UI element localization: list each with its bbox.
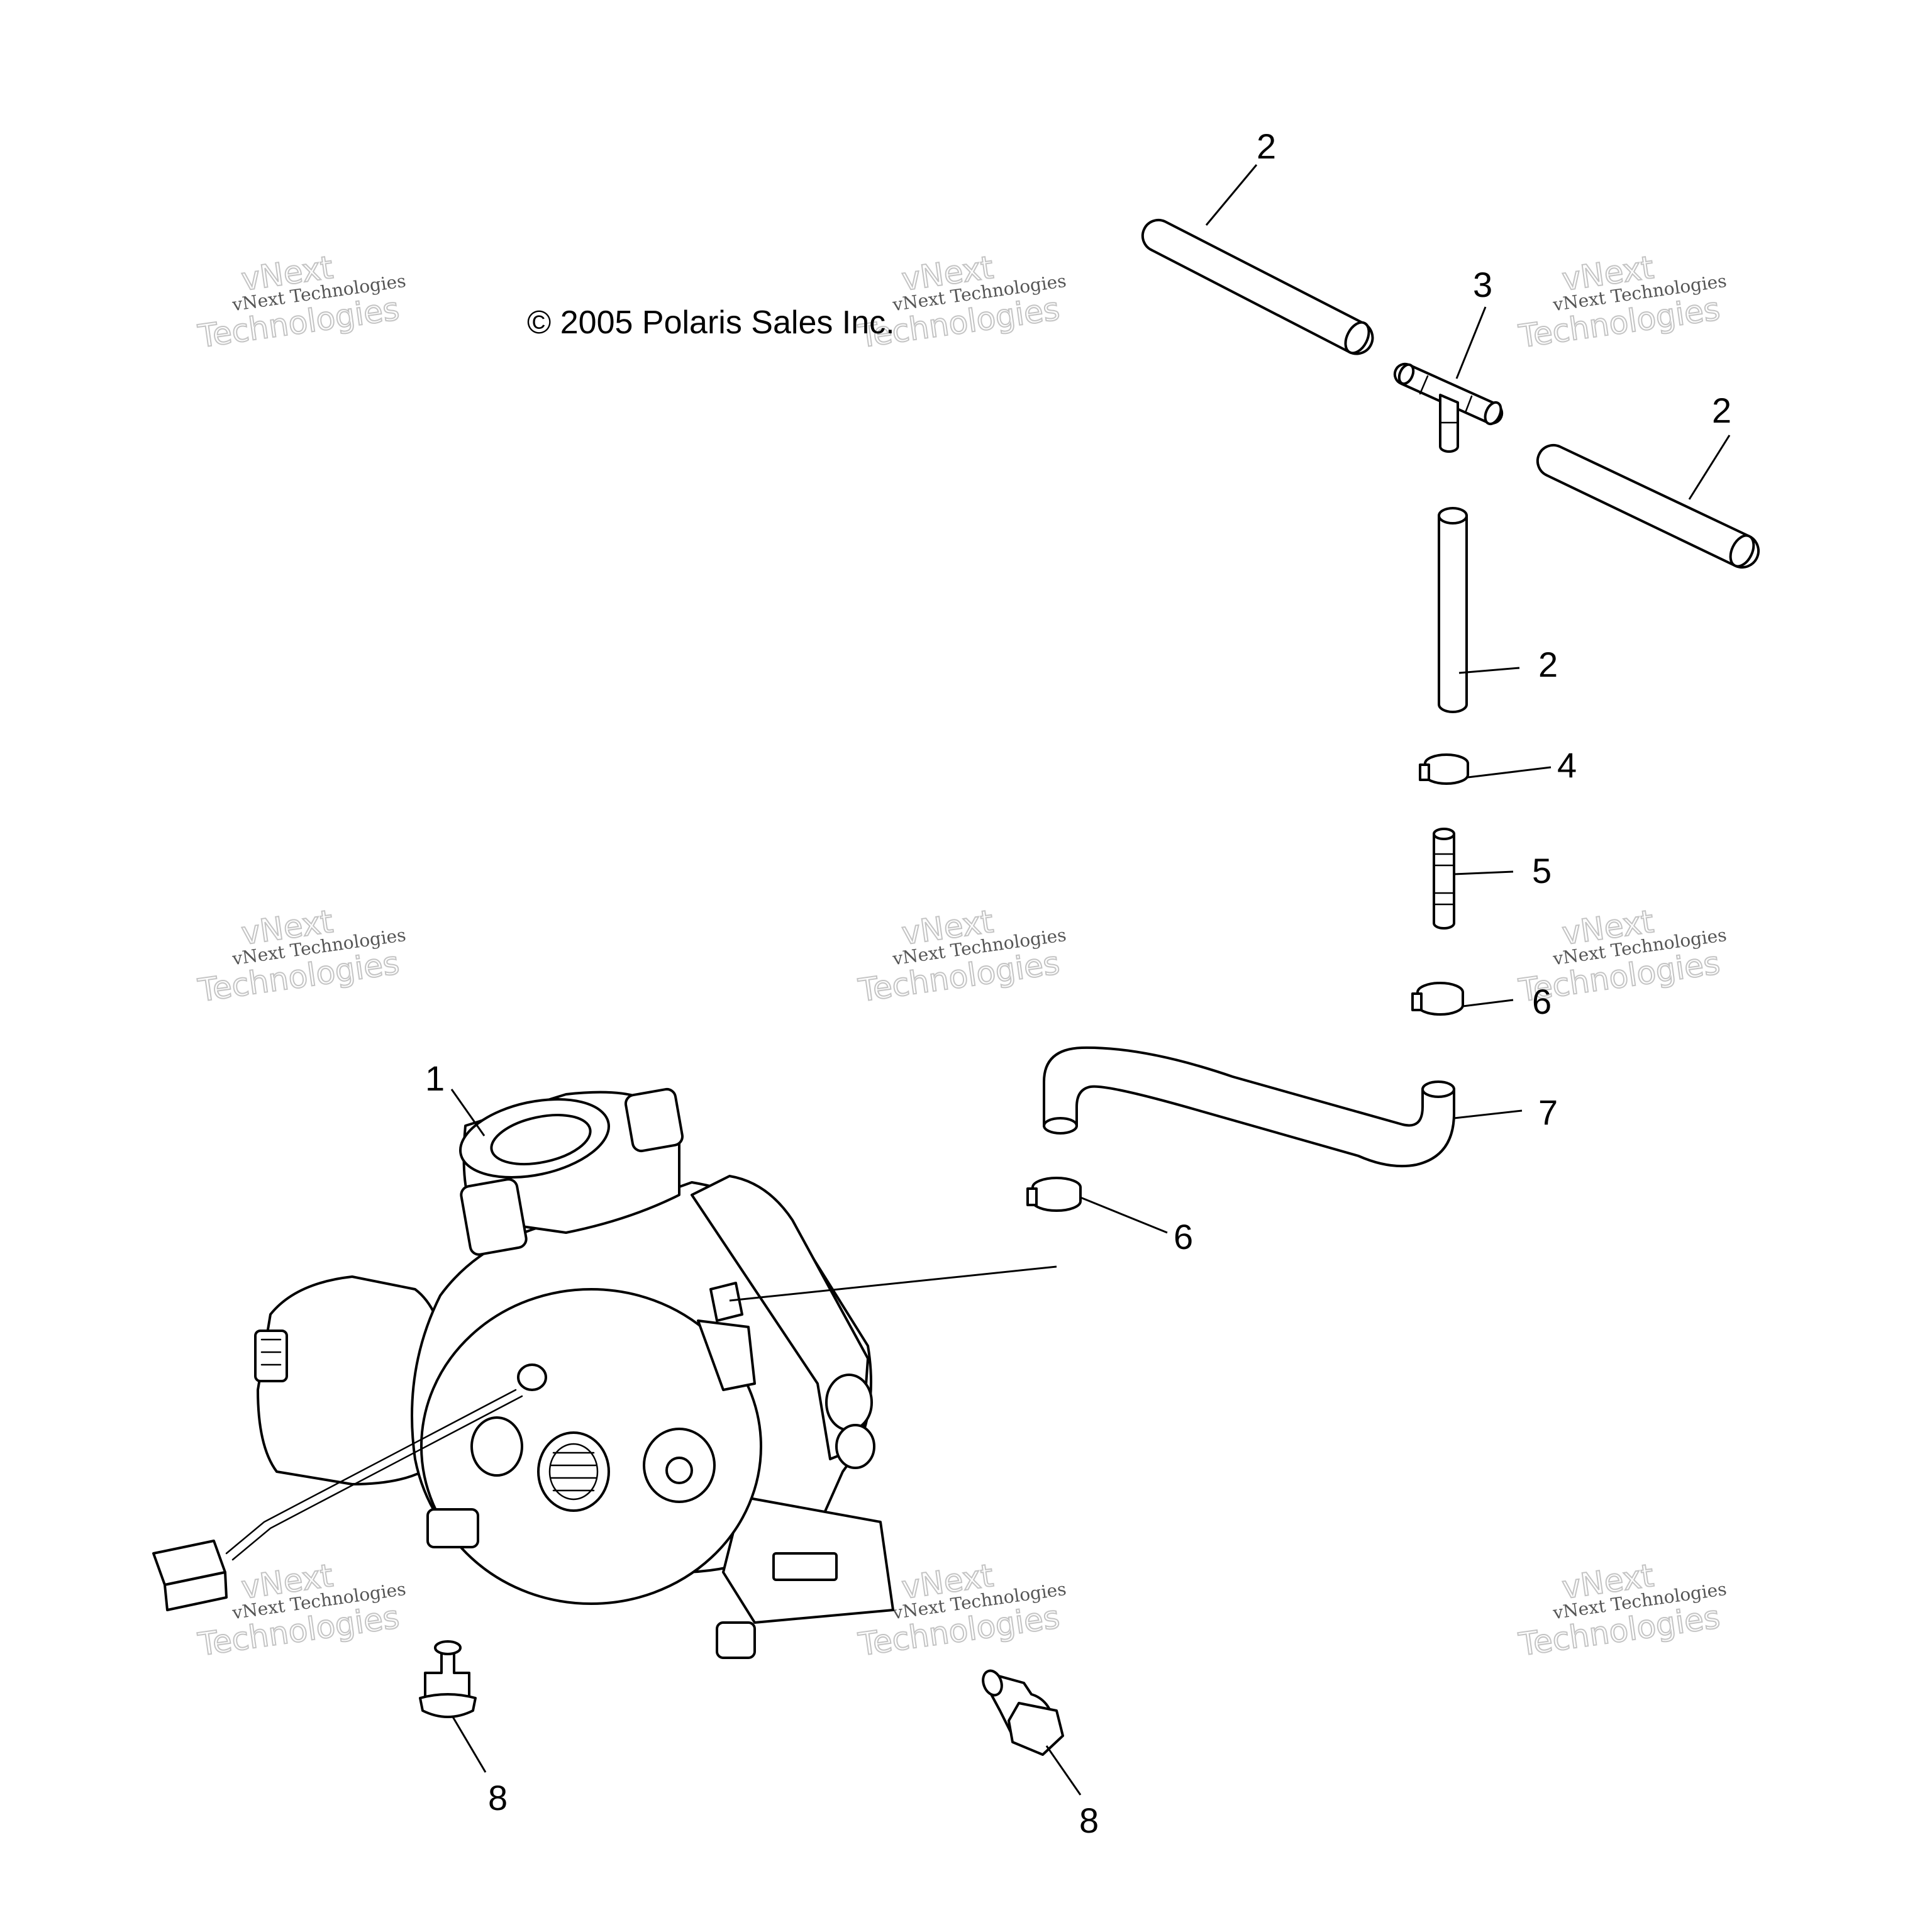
callout-2-right: 2 (1712, 391, 1731, 430)
callout-1: 1 (425, 1058, 445, 1098)
callout-8-right: 8 (1079, 1801, 1099, 1840)
bent-hose (1043, 1046, 1455, 1168)
callout-6-lower: 6 (1174, 1217, 1193, 1257)
hose-clamp-6-lower (1026, 1177, 1082, 1212)
hose-connector (1433, 828, 1455, 930)
watermark-top-right: vNext Technologies vNext Technologies (1516, 248, 1728, 355)
callout-3: 3 (1473, 265, 1492, 304)
callout-8-left: 8 (488, 1778, 508, 1818)
gearcase-assembly (152, 1087, 894, 1659)
hose-clamp-6-upper (1411, 982, 1464, 1016)
callout-2-upper: 2 (1257, 126, 1276, 166)
callout-4: 4 (1557, 745, 1577, 785)
callout-7: 7 (1538, 1092, 1558, 1132)
hose-upper-diagonal (1141, 218, 1374, 355)
callout-2-vertical: 2 (1538, 645, 1558, 684)
watermark-middle-center: vNext Technologies vNext Technologies (855, 902, 1067, 1009)
hose-right-diagonal (1536, 443, 1760, 569)
tee-fitting (1393, 362, 1504, 453)
callout-6-upper: 6 (1532, 982, 1552, 1021)
hose-vertical (1438, 507, 1468, 713)
watermark-top-left: vNext Technologies vNext Technologies (195, 248, 407, 355)
watermark-bottom-right: vNext Technologies vNext Technologies (1516, 1557, 1728, 1663)
leader-lines (450, 164, 1731, 1796)
watermark-middle-left: vNext Technologies vNext Technologies (195, 902, 407, 1009)
bolt-right (982, 1669, 1064, 1756)
callout-5: 5 (1532, 851, 1552, 891)
bolt-left (419, 1640, 477, 1718)
hose-clamp-4 (1419, 753, 1469, 785)
copyright-text: © 2005 Polaris Sales Inc. (527, 304, 895, 341)
